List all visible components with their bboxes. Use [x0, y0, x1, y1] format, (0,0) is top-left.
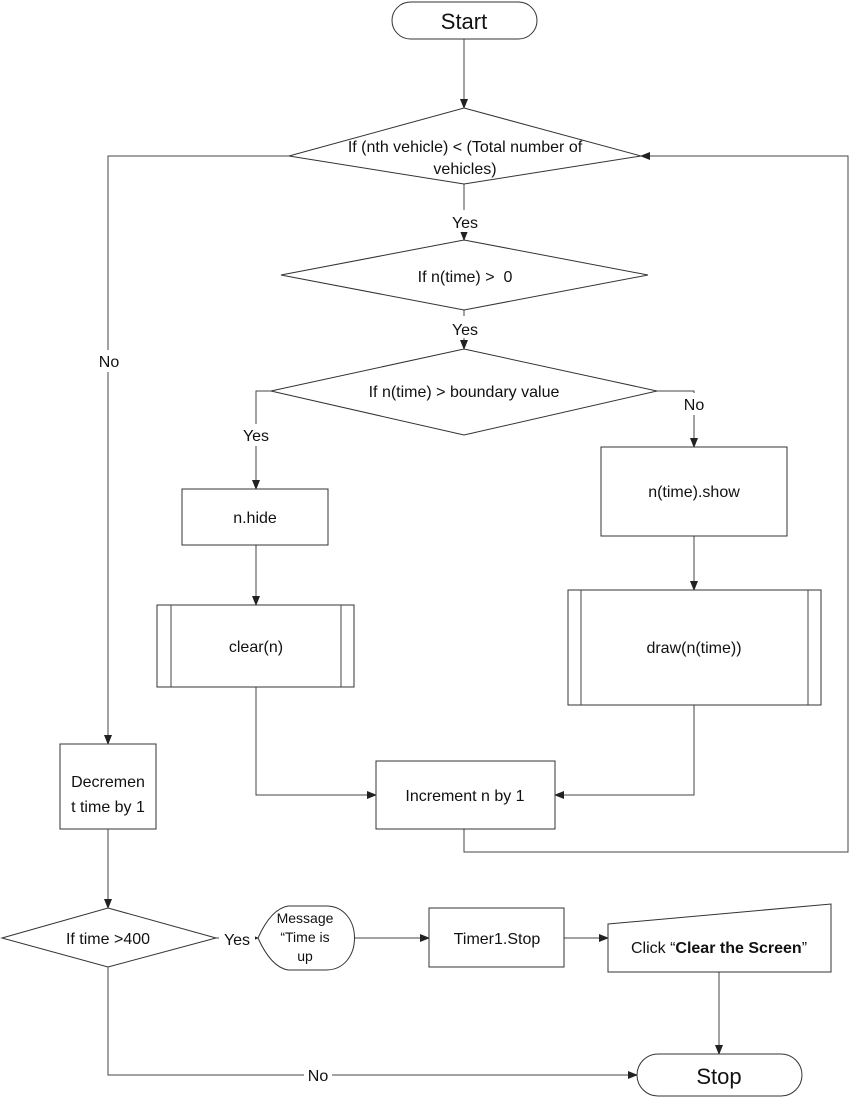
boundary-label: If n(time) > boundary value: [369, 384, 560, 401]
show-process: n(time).show: [600, 446, 788, 537]
vehicle-condition-line-1: If (nth vehicle) < (Total number of: [348, 139, 583, 156]
show-label: n(time).show: [648, 484, 740, 501]
message-line-1: Message: [277, 910, 334, 926]
connector-boundary-no: [657, 390, 698, 448]
click-bold-text: Clear the Screen: [675, 940, 801, 957]
hide-label: n.hide: [233, 510, 277, 527]
yes-label-time-limit: Yes: [224, 932, 250, 949]
time-positive-label: If n(time) > 0: [418, 269, 513, 286]
click-suffix: ”: [802, 940, 807, 957]
yes-label-vehicle: Yes: [452, 215, 478, 232]
decrement-line-1: Decremen: [71, 774, 145, 791]
connector-boundary-yes: [252, 390, 271, 490]
connector-draw-to-increment: [554, 705, 695, 799]
stop-label: Stop: [696, 1064, 741, 1089]
no-label-vehicle: No: [99, 354, 120, 371]
yes-label-time-positive: Yes: [452, 322, 478, 339]
message-line-2: “Time is: [280, 929, 329, 945]
time-positive-decision: If n(time) > 0: [280, 239, 649, 311]
draw-subprocess: draw(n(time)): [567, 589, 822, 706]
increment-label: Increment n by 1: [405, 788, 524, 805]
message-line-3: up: [297, 948, 313, 964]
click-prefix: Click “: [631, 940, 675, 957]
decrement-process: Decremen t time by 1: [59, 743, 157, 830]
boundary-decision: If n(time) > boundary value: [270, 348, 658, 436]
no-label-boundary: No: [684, 397, 705, 414]
yes-label-boundary: Yes: [243, 428, 269, 445]
increment-process: Increment n by 1: [375, 760, 556, 830]
connector-clear-to-increment: [255, 687, 377, 799]
no-label-time-limit: No: [308, 1068, 329, 1085]
clear-subprocess: clear(n): [156, 604, 355, 688]
decrement-line-2: t time by 1: [71, 799, 145, 816]
start-terminator: Start: [391, 1, 538, 40]
timer-stop-process: Timer1.Stop: [428, 907, 565, 968]
branch-labels: Yes Yes Yes No No Yes No: [95, 210, 709, 1085]
message-display: Message “Time is up: [257, 905, 355, 971]
clear-label: clear(n): [229, 639, 283, 656]
time-limit-label: If time >400: [66, 931, 150, 948]
timer-stop-label: Timer1.Stop: [454, 931, 541, 948]
click-clear-label: Click “Clear the Screen”: [631, 940, 807, 957]
stop-terminator: Stop: [636, 1053, 803, 1097]
connector-loop-back: [463, 152, 849, 853]
start-label: Start: [441, 9, 487, 34]
draw-label: draw(n(time)): [646, 640, 741, 657]
connector-vehicle-no: [104, 155, 289, 745]
hide-process: n.hide: [181, 488, 329, 546]
time-limit-decision: If time >400: [0, 907, 218, 968]
vehicle-count-decision: If (nth vehicle) < (Total number of vehi…: [288, 107, 642, 185]
click-clear-manual-input: Click “Clear the Screen”: [607, 903, 832, 973]
connector-time-check-no: [107, 967, 638, 1079]
vehicle-condition-line-2: vehicles): [433, 161, 496, 178]
